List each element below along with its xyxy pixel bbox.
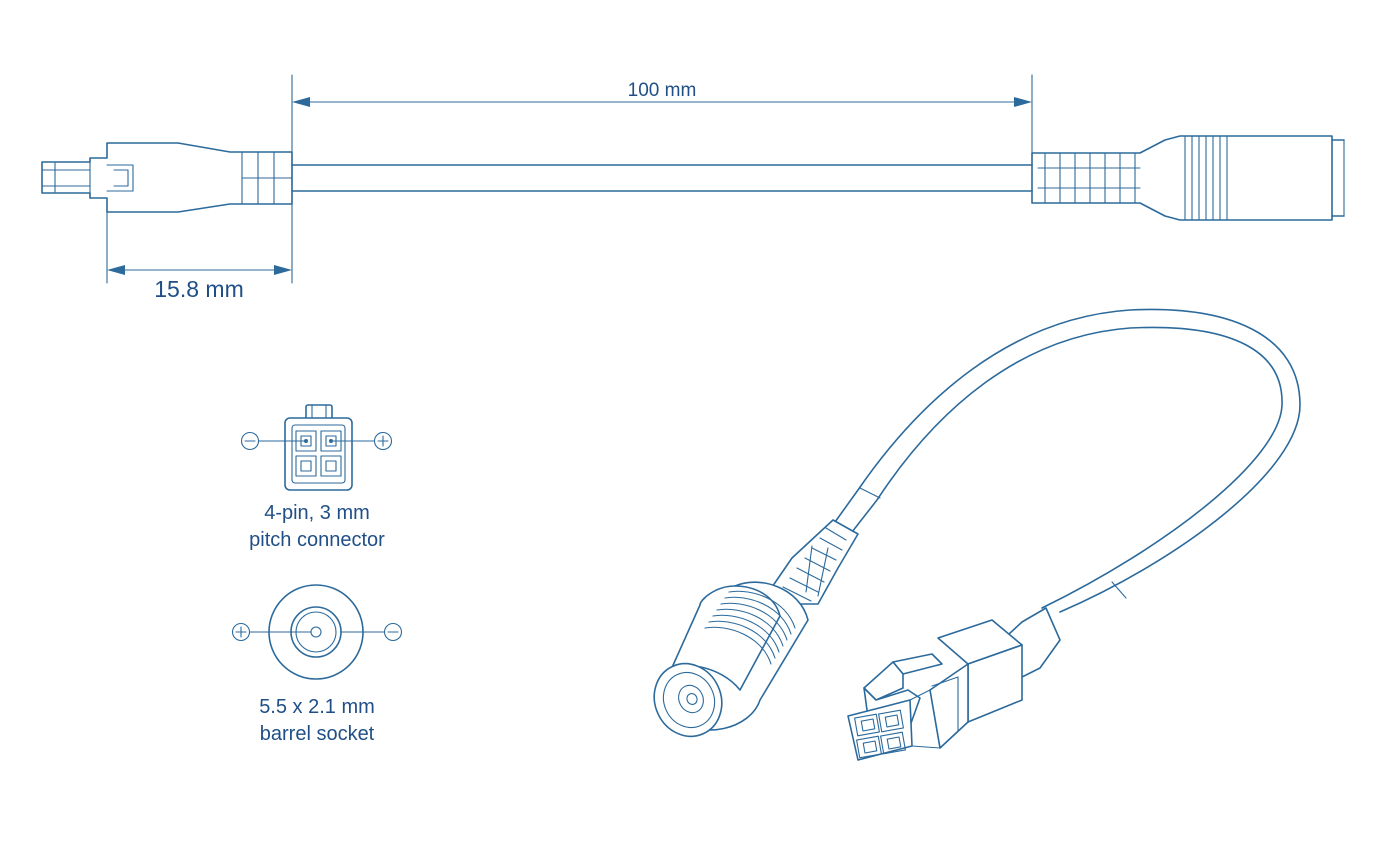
barrel-socket-side bbox=[1031, 135, 1345, 221]
pin-connector-side bbox=[41, 142, 293, 213]
cable-side bbox=[291, 164, 1033, 192]
pin-connector-iso bbox=[847, 607, 1061, 761]
pin-connector-label-line2: pitch connector bbox=[249, 529, 385, 551]
dimension-100mm: 100 mm bbox=[292, 80, 1032, 107]
cable-iso-outer bbox=[834, 308, 1301, 613]
barrel-socket-label-line1: 5.5 x 2.1 mm bbox=[259, 696, 375, 718]
barrel-socket-label-line2: barrel socket bbox=[260, 723, 375, 745]
barrel-socket-face: 5.5 x 2.1 mm barrel socket bbox=[231, 584, 403, 745]
side-view: 100 mm 15.8 mm bbox=[41, 74, 1345, 302]
pin-connector-face: 4-pin, 3 mm pitch connector bbox=[240, 404, 393, 551]
plus-icon bbox=[231, 622, 251, 642]
minus-icon bbox=[383, 622, 403, 642]
minus-icon bbox=[240, 431, 260, 451]
dimension-connector-length: 15.8 mm bbox=[154, 276, 243, 302]
dimension-15-8mm: 15.8 mm bbox=[107, 265, 292, 302]
dimension-cable-length: 100 mm bbox=[628, 80, 697, 101]
cable-iso-inner bbox=[851, 326, 1283, 609]
isometric-view bbox=[653, 308, 1301, 761]
barrel-socket-iso bbox=[653, 519, 859, 738]
pin-connector-label-line1: 4-pin, 3 mm bbox=[264, 502, 370, 524]
plus-icon bbox=[373, 431, 393, 451]
